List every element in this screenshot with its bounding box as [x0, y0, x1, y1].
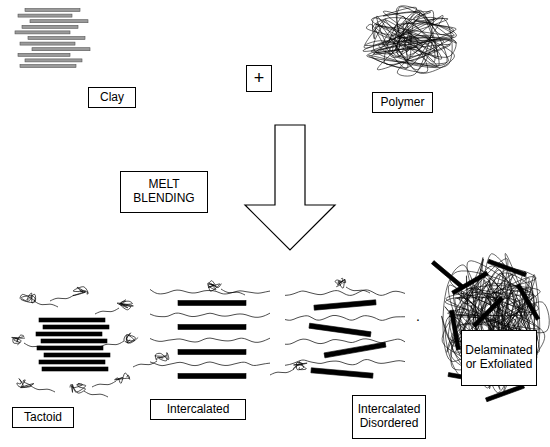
polymer-tail	[31, 386, 55, 392]
disordered-structure	[270, 278, 405, 378]
exfoliated-structure	[431, 253, 549, 401]
clay-layer	[37, 346, 103, 350]
material-label: Polymer	[372, 92, 433, 113]
polymer-chain	[285, 339, 405, 344]
polymer-chain	[363, 6, 457, 76]
polymer-coil	[124, 333, 138, 343]
clay-layer	[41, 339, 107, 343]
node-text: Delaminated or Exfoliated	[465, 344, 533, 372]
polymer-tail	[270, 369, 294, 375]
clay-layer	[314, 300, 376, 310]
polymer-tail	[95, 308, 119, 314]
clay-layer	[488, 259, 527, 276]
clay-layer	[178, 325, 246, 330]
clay-layer	[44, 353, 110, 357]
clay-layer	[36, 332, 102, 336]
morphology-label: Delaminated or Exfoliated	[461, 330, 537, 386]
polymer-coil	[294, 362, 308, 370]
polymer-tail	[133, 361, 157, 367]
polymer-coil	[114, 373, 129, 383]
polymer-coil	[117, 300, 133, 310]
morphology-label: Tactoid	[12, 407, 74, 428]
polymer-tangle	[363, 6, 457, 76]
polymer-tail	[92, 381, 116, 387]
morphology-label: Intercalated Disordered	[352, 395, 426, 439]
polymer-coil	[335, 278, 346, 288]
polymer-tail	[221, 289, 245, 295]
clay-platelet	[32, 48, 90, 51]
node-text: +	[254, 68, 265, 89]
clay-platelet	[25, 59, 82, 62]
clay-layer	[431, 261, 464, 290]
polymer-coil	[20, 293, 35, 303]
polymer-tail	[24, 343, 48, 349]
tactoid-structure	[12, 287, 138, 397]
clay-platelet	[15, 31, 70, 34]
clay-layer	[311, 368, 373, 378]
clay-layer	[178, 350, 246, 355]
clay-platelet	[22, 25, 78, 28]
clay-layer	[324, 342, 386, 358]
process-arrow	[245, 125, 335, 250]
polymer-coil	[155, 353, 169, 361]
plus-box: +	[246, 65, 272, 92]
polymer-coil	[73, 287, 88, 296]
node-text: Polymer	[380, 96, 424, 110]
stray-mark: .	[416, 308, 420, 324]
polymer-chain	[442, 253, 550, 392]
node-text: Clay	[100, 91, 124, 105]
polymer-coil	[12, 335, 25, 345]
clay-layer	[43, 325, 109, 329]
polymer-coil	[208, 281, 222, 291]
clay-stack	[15, 9, 90, 68]
clay-platelet	[25, 9, 80, 12]
polymer-chain	[150, 338, 270, 342]
intercalated-structure	[133, 281, 270, 379]
clay-platelet	[20, 65, 76, 68]
polymer-tail	[50, 295, 74, 301]
clay-layer	[472, 296, 503, 327]
process-box: MELT BLENDING	[120, 171, 208, 213]
clay-layer	[309, 323, 371, 337]
clay-layer	[486, 384, 525, 401]
clay-layer	[39, 360, 105, 364]
clay-layer	[450, 310, 461, 350]
node-text: Intercalated Disordered	[356, 403, 422, 431]
polymer-tail	[100, 341, 124, 347]
clay-platelet	[28, 37, 85, 40]
clay-layer	[42, 367, 108, 371]
polymer-chain	[150, 313, 270, 317]
polymer-coil	[70, 383, 86, 393]
polymer-chain	[150, 362, 270, 366]
polymer-tail	[34, 301, 58, 307]
clay-layer	[178, 374, 246, 379]
clay-platelet	[20, 42, 75, 45]
polymer-chain	[285, 290, 405, 295]
material-label: Clay	[88, 87, 136, 108]
morphology-label: Intercalated	[150, 399, 246, 420]
polymer-tail	[346, 287, 370, 293]
clay-platelet	[18, 14, 72, 17]
node-text: MELT BLENDING	[124, 178, 204, 206]
clay-platelet	[30, 20, 88, 23]
node-text: Tactoid	[24, 411, 62, 425]
node-text: Intercalated	[167, 403, 230, 417]
clay-layer	[178, 301, 246, 306]
polymer-tail	[84, 391, 108, 397]
clay-layer	[516, 284, 539, 321]
polymer-chain	[285, 315, 405, 320]
clay-platelet	[18, 53, 70, 56]
clay-layer	[39, 318, 105, 322]
